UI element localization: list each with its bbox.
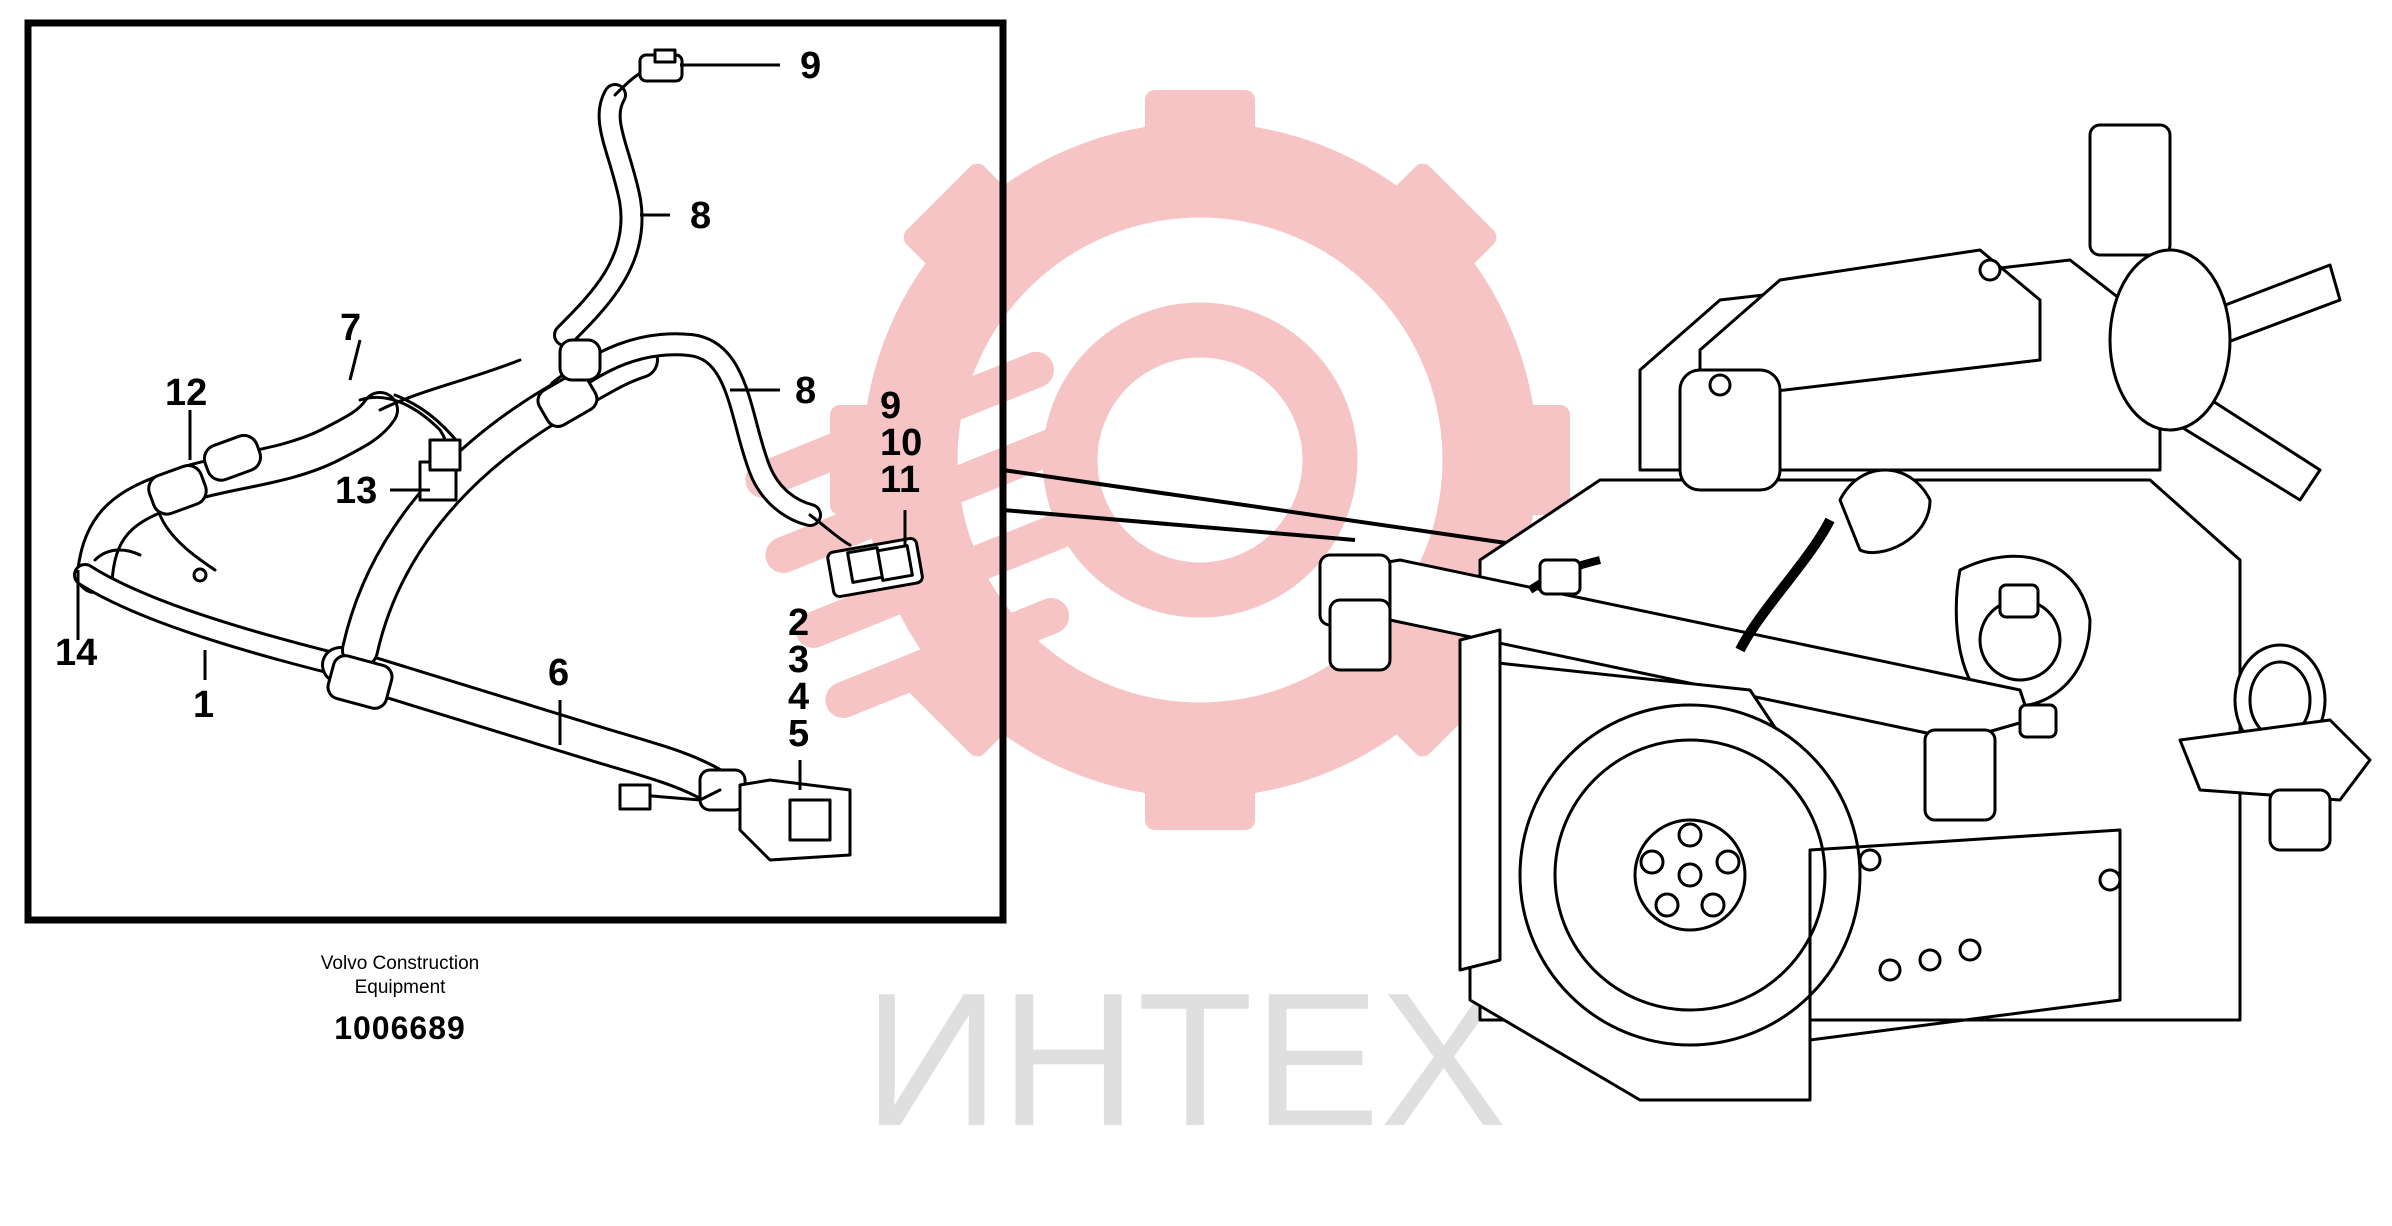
callout-9-side: 9: [880, 385, 901, 427]
callout-labels: 9 8 8 7 12 13 14 1 6 9 10 11 2 3 4 5: [55, 45, 922, 755]
callout-12: 12: [165, 372, 207, 414]
callout-6: 6: [548, 652, 569, 694]
caption-company-line2: Equipment: [354, 977, 446, 998]
callout-4: 4: [788, 676, 809, 718]
callout-3: 3: [788, 639, 809, 681]
watermark-text: ИНТЕХ: [863, 954, 1506, 1166]
callout-13: 13: [335, 470, 377, 512]
watermark-logo: [745, 90, 1570, 830]
callout-8-top: 8: [690, 195, 711, 237]
callout-8-right: 8: [795, 370, 816, 412]
callout-5: 5: [788, 713, 809, 755]
callout-14: 14: [55, 632, 97, 674]
callout-10: 10: [880, 422, 922, 464]
engine-illustration: [1318, 123, 2372, 1102]
leader-lines: [76, 63, 907, 790]
callout-9-top: 9: [800, 45, 821, 87]
callout-11: 11: [880, 459, 920, 501]
pointer-lines: [1002, 468, 1521, 547]
wiring-harness: [73, 48, 924, 862]
callout-2: 2: [788, 602, 809, 644]
drawing-number: 1006689: [334, 1010, 466, 1046]
callout-1: 1: [193, 684, 214, 726]
callout-7: 7: [340, 307, 361, 349]
caption-company-line1: Volvo Construction: [320, 953, 480, 974]
caption-company: Volvo Construction Equipment: [240, 952, 560, 1000]
